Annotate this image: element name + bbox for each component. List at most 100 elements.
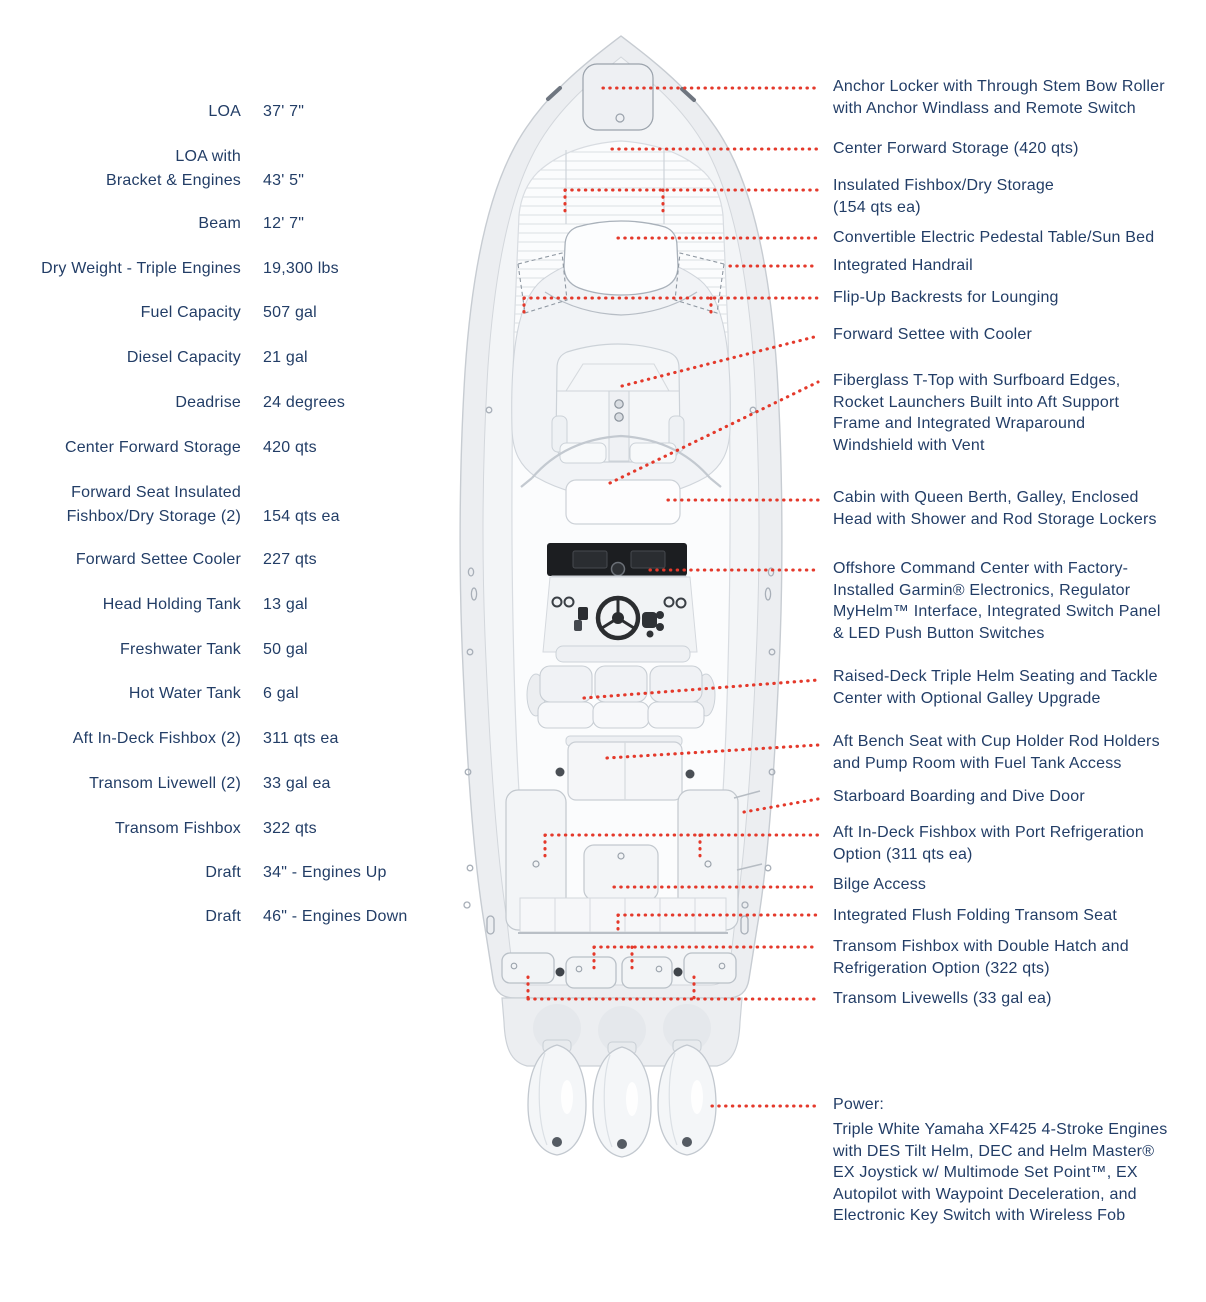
callout-transom-seat: Integrated Flush Folding Transom Seat <box>833 907 1117 924</box>
spec-label: Aft In-Deck Fishbox (2) <box>72 730 241 747</box>
spec-value: 6 gal <box>263 685 299 702</box>
leader-lines <box>522 86 820 1108</box>
spec-label: LOA with Bracket & Engines <box>105 148 241 189</box>
spec-transom-livewell: Transom Livewell (2) 33 gal ea <box>0 772 430 796</box>
callout-helm-seating: Raised-Deck Triple Helm Seating and Tack… <box>833 668 1158 707</box>
callout-dive-door: Starboard Boarding and Dive Door <box>833 788 1085 805</box>
forward-seat-module <box>551 343 685 464</box>
spec-label: Draft <box>205 864 241 881</box>
spec-value: 13 gal <box>263 596 308 613</box>
spec-label: Diesel Capacity <box>126 349 241 366</box>
spec-hot-water-tank: Hot Water Tank 6 gal <box>0 682 430 706</box>
spec-value: 19,300 lbs <box>263 260 339 277</box>
callout-forward-settee: Forward Settee with Cooler <box>833 326 1033 343</box>
leader-aft-in-deck-fishbox <box>543 833 820 860</box>
leader-forward-settee <box>620 334 820 388</box>
throttle-control <box>642 611 664 638</box>
spec-label: Beam <box>198 215 241 232</box>
callout-center-forward-storage: Center Forward Storage (420 qts) <box>833 140 1079 157</box>
spec-value: 50 gal <box>263 641 308 658</box>
leader-t-top <box>608 380 820 485</box>
spec-draft-engines-up: Draft 34" - Engines Up <box>0 861 430 885</box>
spec-loa-bracket: LOA with Bracket & Engines 43' 5" <box>0 145 430 193</box>
spec-aft-fishbox: Aft In-Deck Fishbox (2)311 qts ea <box>0 727 430 751</box>
spec-value: 43' 5" <box>263 172 305 189</box>
spec-settee-cooler: Forward Settee Cooler 227 qts <box>0 548 430 572</box>
spec-value: 46" - Engines Down <box>263 908 408 925</box>
callout-t-top: Fiberglass T-Top with Surfboard Edges, R… <box>833 372 1121 454</box>
spec-dry-weight: Dry Weight - Triple Engines 19,300 lbs <box>0 257 430 281</box>
spec-forward-fishbox: Forward Seat Insulated Fishbox/Dry Stora… <box>0 481 430 529</box>
spec-label: Transom Fishbox <box>115 820 241 837</box>
windshield <box>520 434 722 488</box>
leader-transom-fishbox <box>592 945 820 970</box>
callout-integrated-handrail: Integrated Handrail <box>833 257 973 274</box>
port-flip-up-backrest <box>517 252 568 314</box>
spec-freshwater-tank: Freshwater Tank 50 gal <box>0 638 430 662</box>
command-center-console <box>542 543 698 653</box>
spec-label: Deadrise <box>175 394 241 411</box>
spec-label: Hot Water Tank <box>128 685 241 702</box>
starboard-livewell-hatch <box>683 952 737 984</box>
aft-deck-hatches <box>505 789 739 931</box>
spec-value: 12' 7" <box>263 215 305 232</box>
transom-fishbox-hatch-left <box>565 956 617 989</box>
spec-value: 33 gal ea <box>263 775 331 792</box>
spec-label: Fuel Capacity <box>140 304 241 321</box>
callout-transom-livewells: Transom Livewells (33 gal ea) <box>833 990 1052 1007</box>
spec-label: Head Holding Tank <box>102 596 241 613</box>
spec-label: Dry Weight - Triple Engines <box>41 260 241 277</box>
callout-flip-up-backrests: Flip-Up Backrests for Lounging <box>833 289 1059 306</box>
transom-fishbox-hatch-right <box>621 956 673 989</box>
spec-value: 322 qts <box>263 820 317 837</box>
steering-wheel-icon <box>595 595 641 641</box>
settee-front-seam <box>544 291 698 316</box>
helm-seats <box>526 645 716 729</box>
spec-label: Center Forward Storage <box>64 439 241 456</box>
callout-anchor-locker: Anchor Locker with Through Stem Bow Roll… <box>833 78 1165 117</box>
anchor-locker-hatch <box>582 63 654 131</box>
callout-aft-in-deck-fishbox: Aft In-Deck Fishbox with Port Refrigerat… <box>833 824 1144 863</box>
callout-bilge-access: Bilge Access <box>833 876 927 893</box>
port-engine <box>527 1039 587 1156</box>
spec-value: 37' 7" <box>263 103 305 120</box>
spec-value: 24 degrees <box>263 394 346 411</box>
leader-insulated-fishbox <box>563 188 820 214</box>
spec-transom-fishbox: Transom Fishbox 322 qts <box>0 817 430 841</box>
dive-door <box>733 790 763 871</box>
transom-hatches <box>501 952 737 989</box>
leader-dive-door <box>742 797 820 814</box>
spec-center-forward-storage: Center Forward Storage 420 qts <box>0 436 430 460</box>
spec-value: 154 qts ea <box>263 508 340 525</box>
spec-label: Forward Seat Insulated Fishbox/Dry Stora… <box>66 484 241 525</box>
power-description: Triple White Yamaha XF425 4-Stroke Engin… <box>833 1121 1168 1224</box>
spec-label: Transom Livewell (2) <box>89 775 241 792</box>
starboard-bow-cleat-icon <box>680 87 696 102</box>
spec-beam: Beam 12' 7" <box>0 212 430 236</box>
leader-flip-up-backrests <box>522 296 820 316</box>
spec-value: 34" - Engines Up <box>263 864 387 881</box>
folding-transom-seat <box>518 897 728 934</box>
compass-icon <box>610 561 626 577</box>
leader-aft-bench-seat <box>605 743 820 760</box>
starboard-engine <box>657 1039 717 1156</box>
spec-deadrise: Deadrise 24 degrees <box>0 391 430 415</box>
boat-illustration <box>459 35 783 1158</box>
spec-label: Forward Settee Cooler <box>75 551 241 568</box>
callout-insulated-fishbox: Insulated Fishbox/Dry Storage (154 qts e… <box>833 177 1055 216</box>
spec-label: Draft <box>205 908 241 925</box>
spec-label: Freshwater Tank <box>120 641 241 658</box>
outboard-engines <box>527 1039 717 1158</box>
spec-draft-engines-down: Draft 46" - Engines Down <box>0 905 430 929</box>
cabin-roof-hatch <box>565 479 681 525</box>
spec-value: 227 qts <box>263 551 317 568</box>
leader-helm-seating <box>582 678 820 700</box>
center-engine <box>592 1041 652 1158</box>
callout-aft-bench-seat: Aft Bench Seat with Cup Holder Rod Holde… <box>833 733 1160 772</box>
spec-value: 420 qts <box>263 439 317 456</box>
